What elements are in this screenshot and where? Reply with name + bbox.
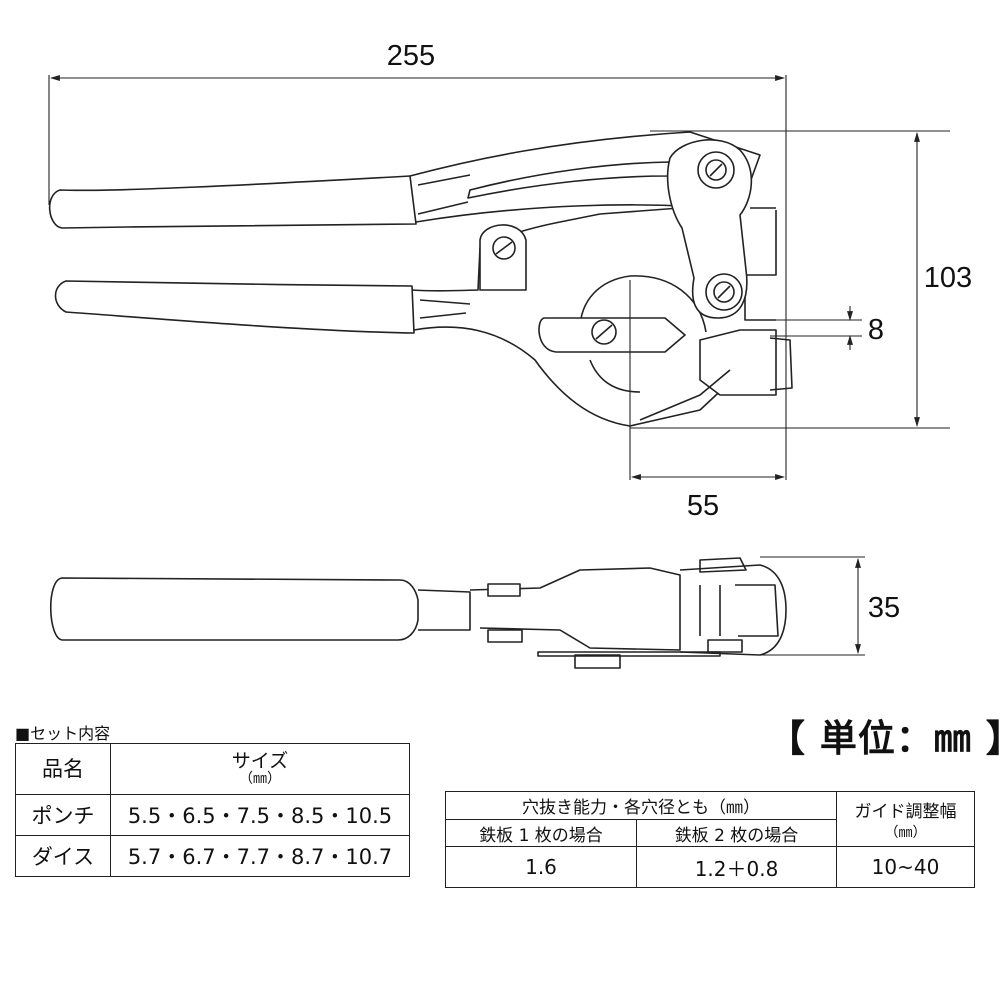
capacity-header: 穴抜き能力・各穴径とも（㎜） bbox=[445, 791, 837, 820]
header-size: サイズ （㎜） bbox=[110, 743, 410, 795]
guide-header: ガイド調整幅 （㎜） bbox=[836, 791, 975, 847]
technical-drawing: 255 103 8 55 35 bbox=[48, 40, 972, 669]
row-name-punch: ポンチ bbox=[15, 794, 111, 836]
set-header-row: 品名 サイズ （㎜） bbox=[15, 743, 410, 795]
guide-header-unit: （㎜） bbox=[884, 824, 927, 841]
table-row: ポンチ 5.5・6.5・7.5・8.5・10.5 bbox=[15, 794, 410, 836]
header-size-label: サイズ bbox=[231, 749, 289, 772]
upper-handle-grip bbox=[48, 175, 417, 229]
link-plate bbox=[666, 139, 753, 319]
guide-val: 10~40 bbox=[836, 846, 975, 888]
tool-top-view bbox=[48, 131, 793, 427]
tool-side-view bbox=[49, 557, 787, 669]
dim-35: 35 bbox=[868, 592, 900, 624]
dim-255: 255 bbox=[387, 40, 435, 72]
table-row: 1.6 1.2＋0.8 10~40 bbox=[445, 846, 975, 888]
unit-label: 【 単位：㎜ 】 bbox=[768, 717, 1001, 760]
guide-header-label: ガイド調整幅 bbox=[854, 801, 957, 822]
header-name: 品名 bbox=[15, 743, 111, 795]
row-sizes-die: 5.7・6.7・7.7・8.7・10.7 bbox=[110, 835, 410, 877]
capacity-val1: 1.6 bbox=[445, 846, 637, 888]
capacity-val2: 1.2＋0.8 bbox=[636, 846, 837, 888]
row-name-die: ダイス bbox=[15, 835, 111, 877]
table-row: ダイス 5.7・6.7・7.7・8.7・10.7 bbox=[15, 835, 410, 877]
side-handle-grip bbox=[49, 577, 419, 641]
capacity-col2: 鉄板 2 枚の場合 bbox=[636, 819, 837, 847]
lower-handle-grip bbox=[54, 280, 415, 334]
dim-103: 103 bbox=[924, 262, 972, 294]
header-size-unit: （㎜） bbox=[239, 770, 281, 787]
dimension-lines bbox=[48, 75, 950, 480]
set-contents-title: ■セット内容 bbox=[15, 724, 111, 743]
dim-8: 8 bbox=[868, 314, 884, 346]
row-sizes-punch: 5.5・6.5・7.5・8.5・10.5 bbox=[110, 794, 410, 836]
set-contents-table: 品名 サイズ （㎜） ポンチ 5.5・6.5・7.5・8.5・10.5 ダイス … bbox=[15, 743, 410, 877]
capacity-table: 穴抜き能力・各穴径とも（㎜） ガイド調整幅 （㎜） 鉄板 1 枚の場合 鉄板 2… bbox=[445, 791, 975, 888]
capacity-col1: 鉄板 1 枚の場合 bbox=[445, 819, 637, 847]
dim-55: 55 bbox=[687, 490, 719, 522]
capacity-header-row: 穴抜き能力・各穴径とも（㎜） ガイド調整幅 （㎜） bbox=[445, 791, 975, 847]
